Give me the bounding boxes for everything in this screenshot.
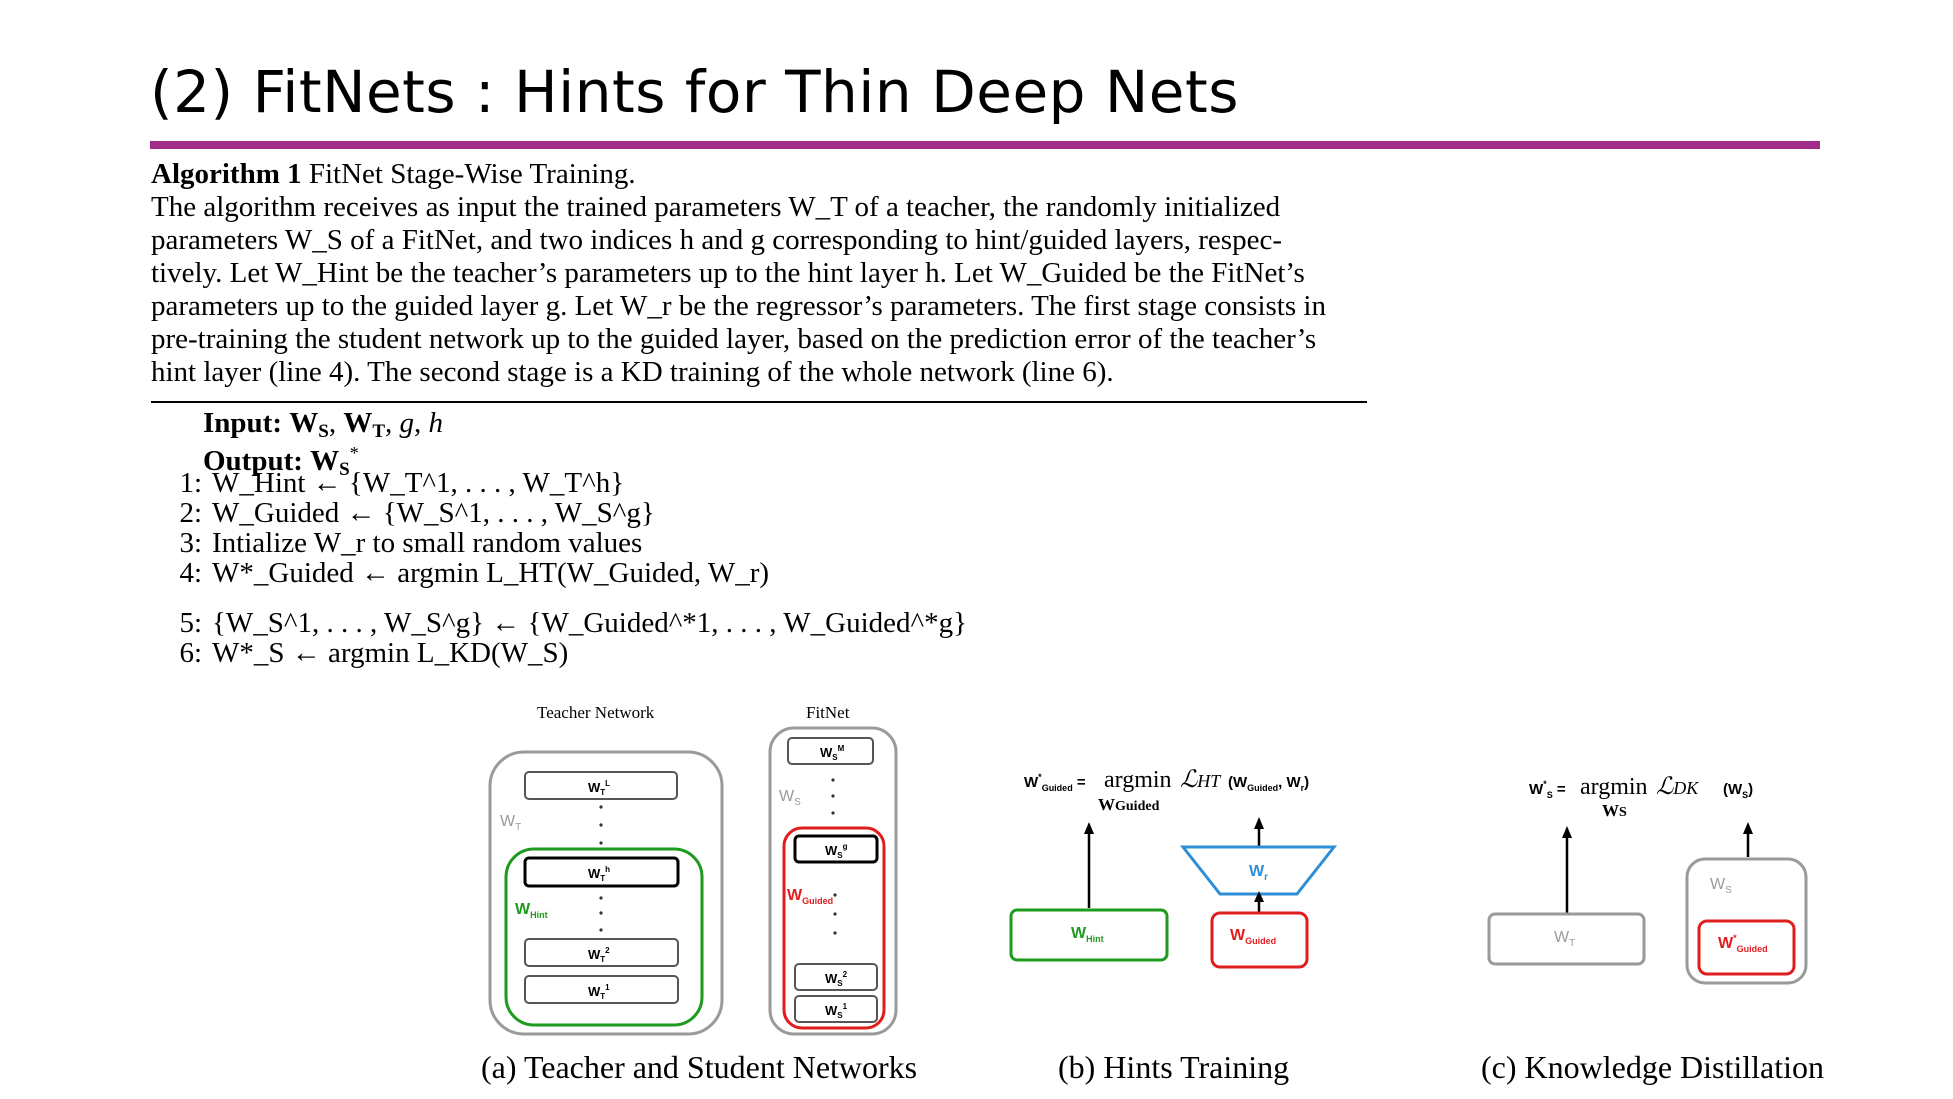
svg-text:W*S =: W*S = xyxy=(1529,779,1566,800)
algorithm-desc-1: The algorithm receives as input the trai… xyxy=(151,191,1281,223)
svg-text:W*Guided =: W*Guided = xyxy=(1024,772,1086,793)
caption-a: (a) Teacher and Student Networks xyxy=(481,1049,918,1085)
svg-text:WT: WT xyxy=(500,813,521,833)
caption-c: (c) Knowledge Distillation xyxy=(1481,1049,1825,1085)
caption-b: (b) Hints Training xyxy=(1058,1049,1290,1085)
teacher-network: WT WTL WHint WTh WT2 WT1 xyxy=(488,750,724,1036)
algorithm-desc-5: pre-training the student network up to t… xyxy=(151,323,1317,355)
svg-text:WS: WS xyxy=(779,788,801,808)
svg-text:WSg: WSg xyxy=(825,842,848,860)
step-1-number: 1: xyxy=(179,467,202,499)
step-5-number: 5: xyxy=(179,607,202,639)
step-6-text: W*_S ← argmin L_KD(W_S) xyxy=(212,637,569,669)
svg-text:WS1: WS1 xyxy=(825,1002,848,1020)
step-5: 5: {W_S^1, . . . , W_S^g} ← {W_Guided^*1,… xyxy=(160,608,967,638)
svg-text:(WGuided, Wr): (WGuided, Wr) xyxy=(1228,774,1309,793)
step-3-number: 3: xyxy=(179,527,202,559)
svg-text:Wr: Wr xyxy=(1249,863,1268,883)
algorithm-rule xyxy=(151,401,1367,403)
step-2: 2: W_Guided ← {W_S^1, . . . , W_S^g} xyxy=(160,498,967,528)
step-1: 1: W_Hint ← {W_T^1, . . . , W_T^h} xyxy=(160,468,967,498)
algorithm-heading: Algorithm 1 xyxy=(151,158,302,190)
svg-text:WGuided: WGuided xyxy=(787,887,833,906)
svg-text:argmin: argmin xyxy=(1104,767,1172,793)
algorithm-name: FitNet Stage-Wise Training. xyxy=(308,158,636,190)
svg-text:WS: WS xyxy=(1602,801,1627,820)
title-underline xyxy=(150,141,1820,149)
algorithm-desc-4: parameters up to the guided layer g. Let… xyxy=(151,290,1326,322)
algorithm-desc-3: tively. Let W_Hint be the teacher’s para… xyxy=(151,257,1305,289)
svg-text:ℒHT: ℒHT xyxy=(1180,767,1222,793)
input-label: Input: xyxy=(203,407,282,439)
step-2-text: W_Guided ← {W_S^1, . . . , W_S^g} xyxy=(212,497,655,529)
svg-text:WTh: WTh xyxy=(588,865,610,883)
step-3-text: Intialize W_r to small random values xyxy=(212,527,643,559)
svg-text:WS2: WS2 xyxy=(825,970,848,988)
algorithm-steps: Input: WS, WT, g, h Output: WS* 1: W_Hint… xyxy=(160,408,967,668)
step-6-number: 6: xyxy=(179,637,202,669)
fitnet-network: WS WSM WGuided WSg WS2 WS1 xyxy=(768,726,898,1036)
algorithm-desc-2: parameters W_S of a FitNet, and two indi… xyxy=(151,224,1282,256)
svg-text:argmin: argmin xyxy=(1580,774,1648,800)
step-3: 3: Intialize W_r to small random values xyxy=(160,528,967,558)
svg-text:WT2: WT2 xyxy=(588,946,610,964)
step-1-text: W_Hint ← {W_T^1, . . . , W_T^h} xyxy=(212,467,625,499)
step-6: 6: W*_S ← argmin L_KD(W_S) xyxy=(160,638,967,668)
step-4-number: 4: xyxy=(179,557,202,589)
slide-title: (2) FitNets : Hints for Thin Deep Nets xyxy=(150,58,1239,126)
svg-text:ℒDK: ℒDK xyxy=(1656,774,1699,800)
teacher-network-title: Teacher Network xyxy=(537,703,655,722)
hints-training-diagram: W*Guided = argmin ℒHT (WGuided, Wr) WGui… xyxy=(1009,767,1338,969)
input-line: Input: WS, WT, g, h xyxy=(203,407,444,442)
step-2-number: 2: xyxy=(179,497,202,529)
svg-text:WGuided: WGuided xyxy=(1098,795,1160,814)
fitnet-title: FitNet xyxy=(806,703,850,722)
svg-text:(WS): (WS) xyxy=(1723,781,1753,800)
svg-text:WT1: WT1 xyxy=(588,983,610,1001)
output-label: Output: xyxy=(203,445,303,477)
svg-text:WTL: WTL xyxy=(588,779,610,797)
step-4-text: W*_Guided ← argmin L_HT(W_Guided, W_r) xyxy=(212,557,770,589)
algorithm-description: Algorithm 1 FitNet Stage-Wise Training. … xyxy=(151,158,1367,389)
step-5-text: {W_S^1, . . . , W_S^g} ← {W_Guided^*1, .… xyxy=(212,607,968,639)
svg-text:WHint: WHint xyxy=(515,901,548,920)
knowledge-distillation-diagram: W*S = argmin ℒDK (WS) WS WT WS W*Guided xyxy=(1487,774,1808,985)
algorithm-heading-line: Algorithm 1 FitNet Stage-Wise Training. xyxy=(151,158,1367,191)
output-line: Output: WS* xyxy=(203,443,359,480)
algorithm-desc-6: hint layer (line 4). The second stage is… xyxy=(151,356,1114,388)
step-4: 4: W*_Guided ← argmin L_HT(W_Guided, W_r) xyxy=(160,558,967,608)
